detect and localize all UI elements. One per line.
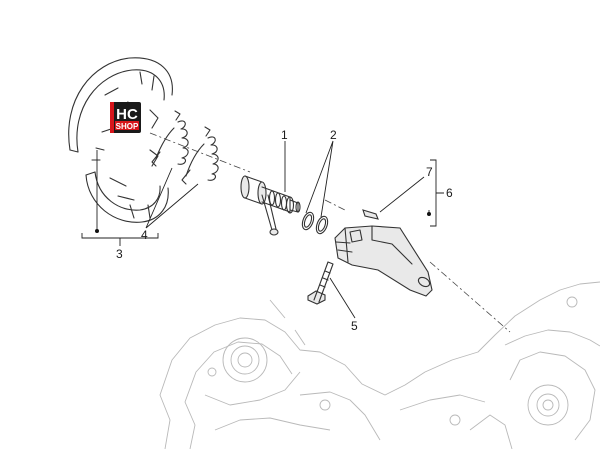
callout-dot-3 bbox=[95, 229, 99, 233]
callout-leaders bbox=[81, 140, 444, 319]
callout-label-3: 3 bbox=[116, 247, 123, 261]
callout-label-1: 1 bbox=[281, 128, 288, 142]
spring-right-drawing bbox=[181, 126, 219, 185]
brake-shoe-assembly-drawing bbox=[68, 57, 173, 223]
spring-left-drawing bbox=[151, 110, 189, 167]
logo-text-hc: HC bbox=[116, 106, 138, 123]
logo-text-shop: SHOP bbox=[116, 122, 139, 131]
shaft-drawing bbox=[240, 175, 301, 236]
callout-label-4: 4 bbox=[141, 228, 148, 242]
o-rings-drawing bbox=[301, 211, 329, 235]
pin-drawing bbox=[362, 209, 379, 220]
bolt-drawing bbox=[307, 261, 334, 305]
callout-label-6: 6 bbox=[446, 186, 453, 200]
callout-label-2: 2 bbox=[330, 128, 337, 142]
hc-shop-logo: HC SHOP bbox=[110, 102, 141, 133]
centre-axis-line bbox=[149, 132, 511, 333]
brake-lever-drawing bbox=[334, 225, 433, 297]
engine-case-drawing bbox=[159, 281, 600, 449]
callout-label-7: 7 bbox=[426, 165, 433, 179]
callout-dot-6 bbox=[427, 212, 431, 216]
callout-label-5: 5 bbox=[351, 319, 358, 333]
